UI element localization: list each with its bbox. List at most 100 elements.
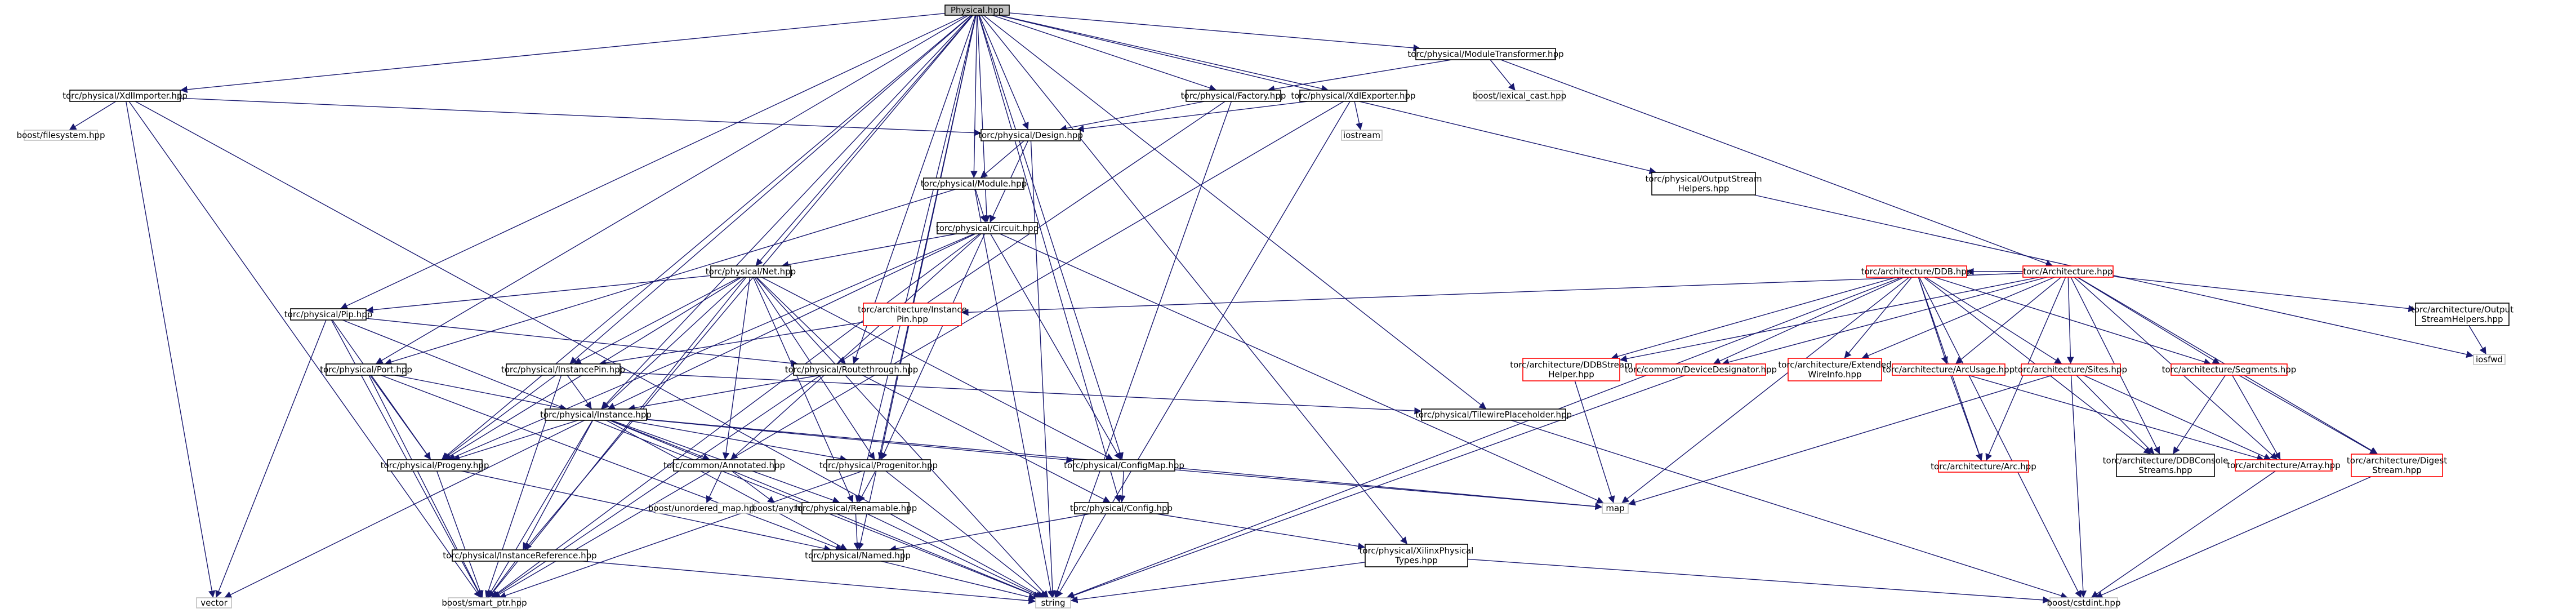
node-box-lexicalcast [1476, 90, 1563, 101]
edge-port-to-progeny [369, 375, 431, 460]
node-pip[interactable]: torc/physical/Pip.hpp [284, 308, 372, 321]
edge-instance-to-smartptr [487, 420, 593, 598]
node-smartptr[interactable]: boost/smart_ptr.hpp [442, 597, 527, 608]
node-xdlimporter[interactable]: torc/physical/XdlImporter.hpp [63, 90, 188, 102]
node-routethrough[interactable]: torc/physical/Routethrough.hpp [785, 363, 919, 376]
node-iosfwd[interactable]: iosfwd [2473, 354, 2506, 365]
node-label-sites: torc/architecture/Sites.hpp [2015, 365, 2127, 375]
edge-segments-to-digeststream [2239, 375, 2378, 455]
edge-net-to-routethrough [756, 277, 846, 365]
edge-sites-to-cstdint [2070, 375, 2087, 598]
node-vector[interactable]: vector [196, 597, 232, 608]
edge-instance-to-vector [224, 420, 585, 598]
edge-moduletransformer-to-architecture [1500, 59, 2053, 267]
node-annotated[interactable]: torc/common/Annotated.hpp [663, 459, 785, 472]
node-box-sites [2021, 363, 2121, 376]
node-label-outputstream-1: Helpers.hpp [1678, 184, 1730, 194]
node-cstdint[interactable]: boost/cstdint.hpp [2047, 597, 2121, 608]
node-renamable[interactable]: torc/physical/Renamable.hpp [794, 502, 917, 514]
edge-xdlimporter-to-string [135, 101, 1044, 598]
edge-net-to-string [755, 277, 1049, 598]
node-box-map [1602, 503, 1629, 514]
node-configmap[interactable]: torc/physical/ConfigMap.hpp [1064, 459, 1184, 472]
node-box-archinstancepin [863, 303, 962, 326]
node-circuit[interactable]: torc/physical/Circuit.hpp [936, 222, 1039, 234]
edge-progeny-to-smartptr [436, 470, 484, 598]
node-string[interactable]: string [1035, 597, 1071, 608]
node-port[interactable]: torc/physical/Port.hpp [320, 363, 412, 376]
edge-instancepin-to-tilewire [620, 372, 1422, 415]
node-boostany[interactable]: boost/any.hpp [752, 503, 812, 514]
node-net[interactable]: torc/physical/Net.hpp [706, 265, 796, 278]
node-box-string [1035, 597, 1071, 608]
node-progeny[interactable]: torc/physical/Progeny.hpp [381, 459, 489, 472]
node-moduletransformer[interactable]: torc/physical/ModuleTransformer.hpp [1407, 48, 1564, 60]
node-tilewire[interactable]: torc/physical/TilewirePlaceholder.hpp [1415, 408, 1572, 421]
node-archinstancepin[interactable]: torc/architecture/InstancePin.hpp [858, 303, 967, 326]
node-label-segments: torc/architecture/Segments.hpp [2162, 365, 2297, 375]
node-factory[interactable]: torc/physical/Factory.hpp [1181, 90, 1286, 102]
node-box-segments [2171, 363, 2288, 376]
edge-arcusage-to-array [1968, 375, 2265, 461]
node-config[interactable]: torc/physical/Config.hpp [1070, 502, 1173, 514]
node-archddb[interactable]: torc/architecture/DDB.hpp [1861, 265, 1972, 278]
node-box-array [2235, 459, 2333, 472]
node-label-iosfwd: iosfwd [2476, 354, 2503, 365]
node-label-circuit: torc/physical/Circuit.hpp [936, 223, 1039, 233]
node-arcusage[interactable]: torc/architecture/ArcUsage.hpp [1883, 363, 2015, 376]
node-instancepin[interactable]: torc/physical/InstancePin.hpp [501, 363, 625, 376]
edge-xdlimporter-to-design [180, 97, 982, 136]
node-progenitor[interactable]: torc/physical/Progenitor.hpp [819, 459, 938, 472]
edge-moduletransformer-to-factory [1267, 59, 1452, 93]
node-label-xilinxtypes-1: Types.hpp [1394, 556, 1438, 566]
node-box-physical [944, 5, 1010, 16]
edge-circuit-to-net [781, 233, 957, 268]
node-arc[interactable]: torc/architecture/Arc.hpp [1931, 460, 2036, 473]
node-xdlexporter[interactable]: torc/physical/XdlExporter.hpp [1291, 90, 1416, 102]
edge-archddb-to-extendedwire [1844, 277, 1913, 359]
edge-physical-to-instancepin [569, 15, 972, 365]
node-label-lexicalcast: boost/lexical_cast.hpp [1473, 91, 1566, 101]
node-design[interactable]: torc/physical/Design.hpp [978, 129, 1083, 141]
node-label-iostream: iostream [1343, 130, 1380, 140]
node-archoutputstream[interactable]: torc/architecture/OutputStreamHelpers.hp… [2411, 303, 2513, 326]
node-label-smartptr: boost/smart_ptr.hpp [442, 598, 527, 608]
edge-instance-to-instanceref [522, 420, 594, 550]
node-named[interactable]: torc/physical/Named.hpp [805, 549, 911, 562]
node-label-vector: vector [200, 598, 228, 608]
node-map[interactable]: map [1602, 503, 1629, 514]
node-instanceref[interactable]: torc/physical/InstanceReference.hpp [443, 549, 597, 562]
node-architecture[interactable]: torc/Architecture.hpp [2022, 265, 2114, 278]
node-array[interactable]: torc/architecture/Array.hpp [2227, 459, 2341, 472]
node-instance[interactable]: torc/physical/Instance.hpp [540, 408, 652, 421]
edge-architecture-to-segments [2077, 277, 2220, 365]
node-devicedesignator[interactable]: torc/common/DeviceDesignator.hpp [1625, 363, 1777, 376]
node-box-pip [290, 308, 367, 321]
edge-architecture-to-arcusage [1955, 277, 2062, 365]
node-lexicalcast[interactable]: boost/lexical_cast.hpp [1473, 90, 1566, 101]
node-sites[interactable]: torc/architecture/Sites.hpp [2015, 363, 2127, 376]
edge-factory-to-string [1054, 101, 1232, 598]
edge-architecture-to-sites [2067, 277, 2074, 365]
node-label-annotated: torc/common/Annotated.hpp [663, 460, 785, 470]
edge-progenitor-to-smartptr [498, 470, 863, 599]
edge-physical-to-instanceref [524, 15, 973, 550]
node-iostream[interactable]: iostream [1341, 130, 1383, 141]
edge-sites-to-array [2083, 375, 2272, 460]
node-filesystem[interactable]: boost/filesystem.hpp [16, 130, 105, 141]
edge-archddb-to-segments [1934, 277, 2212, 366]
edge-xdlimporter-to-smartptr [128, 101, 482, 598]
node-label-pip: torc/physical/Pip.hpp [284, 309, 372, 319]
edge-xdlexporter-to-design [1076, 101, 1308, 132]
edge-physical-to-circuit [977, 15, 991, 223]
node-segments[interactable]: torc/architecture/Segments.hpp [2162, 363, 2297, 376]
node-module[interactable]: torc/physical/Module.hpp [921, 177, 1027, 190]
node-unorderedmap[interactable]: boost/unordered_map.hpp [648, 503, 760, 514]
